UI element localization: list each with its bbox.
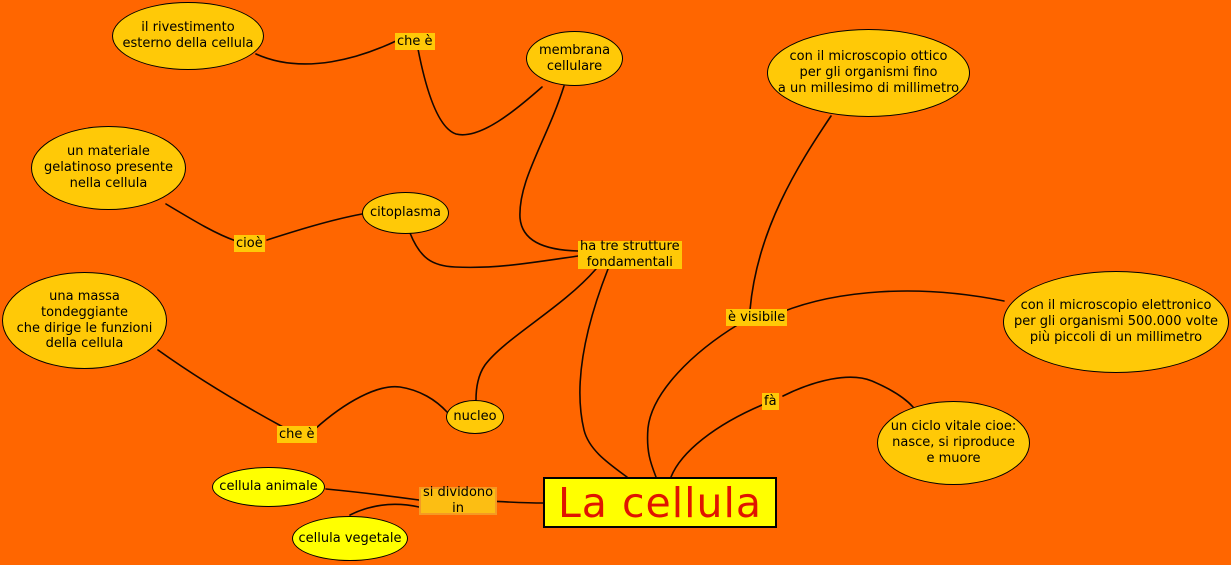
link-label-cioe[interactable]: cioè — [234, 235, 265, 252]
link-label-si-dividono-in[interactable]: si dividono in — [419, 485, 498, 516]
link-animale-sidividono — [325, 488, 420, 501]
concept-massa-tondeggiante[interactable]: una massa tondeggiante che dirige le fun… — [2, 272, 167, 369]
link-evisibile-lacellula — [646, 323, 740, 478]
link-vegetale-sidividono — [349, 503, 420, 516]
concept-rivestimento-esterno[interactable]: il rivestimento esterno della cellula — [112, 2, 264, 70]
concept-microscopio-ottico[interactable]: con il microscopio ottico per gli organi… — [767, 29, 970, 117]
concept-materiale-gelatinoso[interactable]: un materiale gelatinoso presente nella c… — [31, 126, 186, 210]
link-evisibile-elettronico — [781, 290, 1005, 313]
concept-cellula-animale[interactable]: cellula animale — [212, 467, 325, 507]
link-label-che-e-1[interactable]: che è — [395, 33, 435, 50]
link-chee2-nucleo — [314, 385, 448, 430]
link-label-fa[interactable]: fà — [762, 393, 779, 410]
link-hatre-nucleo — [475, 268, 597, 401]
link-membrana-hatre — [519, 85, 579, 252]
link-hatre-lacellula — [579, 268, 628, 478]
main-concept-la-cellula[interactable]: La cellula — [543, 477, 777, 528]
link-rivestimento-chee — [255, 40, 397, 65]
concept-cellula-vegetale[interactable]: cellula vegetale — [292, 516, 408, 561]
link-fa-ciclo — [782, 376, 914, 408]
concept-membrana-cellulare[interactable]: membrana cellulare — [526, 31, 623, 86]
concept-microscopio-elettronico[interactable]: con il microscopio elettronico per gli o… — [1003, 271, 1229, 373]
link-materiale-cioe — [165, 203, 237, 242]
link-label-e-visibile[interactable]: è visibile — [726, 309, 788, 326]
link-label-che-e-2[interactable]: che è — [277, 426, 317, 443]
concept-nucleo[interactable]: nucleo — [446, 400, 504, 434]
link-ottico-evisibile — [749, 115, 832, 311]
link-chee-membrana — [417, 48, 543, 136]
link-citoplasma-hatre — [409, 232, 579, 269]
link-cioe-citoplasma — [266, 213, 363, 241]
link-lacellula-fa — [670, 404, 763, 478]
concept-ciclo-vitale[interactable]: un ciclo vitale cioe: nasce, si riproduc… — [877, 401, 1030, 485]
link-massa-chee2 — [157, 349, 284, 428]
concept-citoplasma[interactable]: citoplasma — [362, 192, 449, 234]
link-label-ha-tre-strutture[interactable]: ha tre strutture fondamentali — [578, 239, 682, 270]
